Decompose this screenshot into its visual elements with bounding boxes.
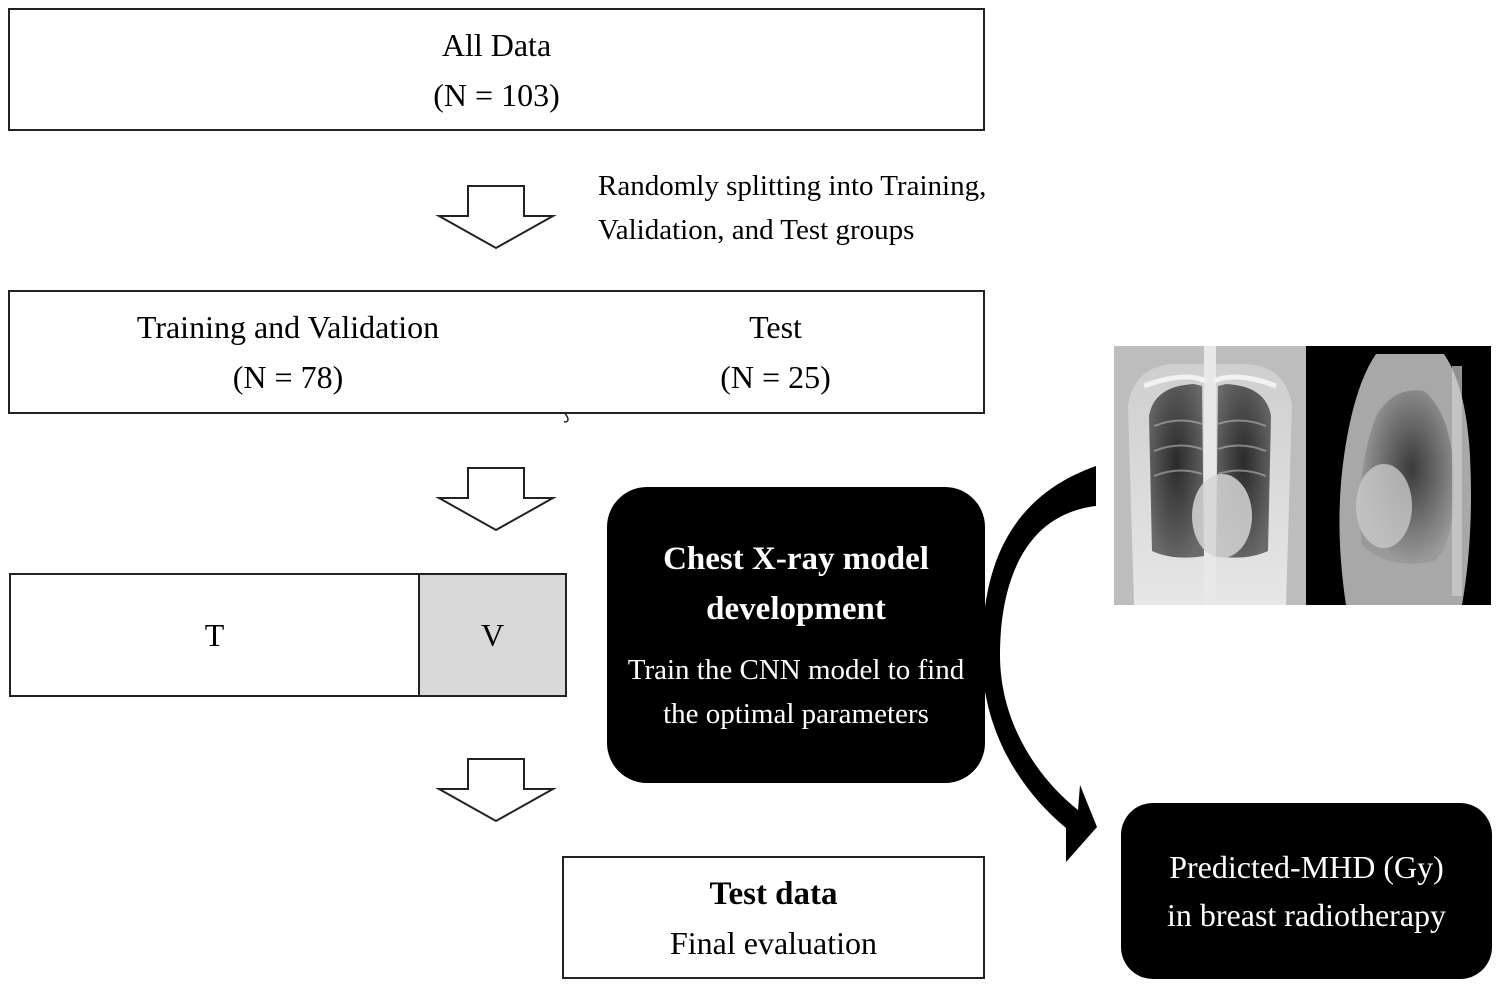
- output-line2: in breast radiotherapy: [1167, 897, 1446, 933]
- test-count: (N = 25): [720, 359, 831, 395]
- model-desc-line2: the optimal parameters: [663, 698, 929, 730]
- curved-flow-arrow: [982, 466, 1097, 862]
- split-note-line1: Randomly splitting into Training,: [598, 170, 987, 202]
- test-data-box: Test data Final evaluation: [562, 856, 985, 979]
- t-label: T: [204, 617, 225, 653]
- model-title-line1: Chest X-ray model: [663, 541, 929, 577]
- xray-illustration: [1114, 346, 1491, 605]
- predicted-mhd-box: Predicted-MHD (Gy) in breast radiotherap…: [1121, 803, 1492, 979]
- test-group: Test (N = 25): [568, 302, 983, 402]
- training-segment: T: [9, 573, 420, 697]
- chest-xray-images: [1114, 346, 1491, 605]
- train-test-box: [8, 290, 985, 414]
- split-note-line2: Validation, and Test groups: [598, 214, 915, 246]
- down-arrow-3: [435, 758, 557, 823]
- all-data-count: (N = 103): [433, 76, 560, 113]
- all-data-box: All Data (N = 103): [8, 8, 985, 131]
- all-data-title: All Data: [441, 26, 552, 63]
- down-arrow-1: [435, 185, 557, 250]
- validation-segment: V: [418, 573, 567, 697]
- model-title-line2: development: [706, 591, 886, 627]
- v-label: V: [480, 617, 505, 653]
- output-line1: Predicted-MHD (Gy): [1169, 849, 1444, 885]
- model-development-box: Chest X-ray model development Train the …: [607, 487, 985, 783]
- down-arrow-2: [435, 467, 557, 532]
- split-note: Randomly splitting into Training, Valida…: [598, 164, 986, 252]
- train-val-title: Training and Validation: [136, 309, 440, 345]
- train-val-count: (N = 78): [232, 359, 344, 395]
- model-desc-line1: Train the CNN model to find: [627, 654, 965, 686]
- test-title: Test: [749, 309, 802, 345]
- train-val-group: Training and Validation (N = 78): [10, 302, 566, 402]
- test-data-title: Test data: [709, 875, 838, 912]
- test-data-subtitle: Final evaluation: [669, 924, 878, 961]
